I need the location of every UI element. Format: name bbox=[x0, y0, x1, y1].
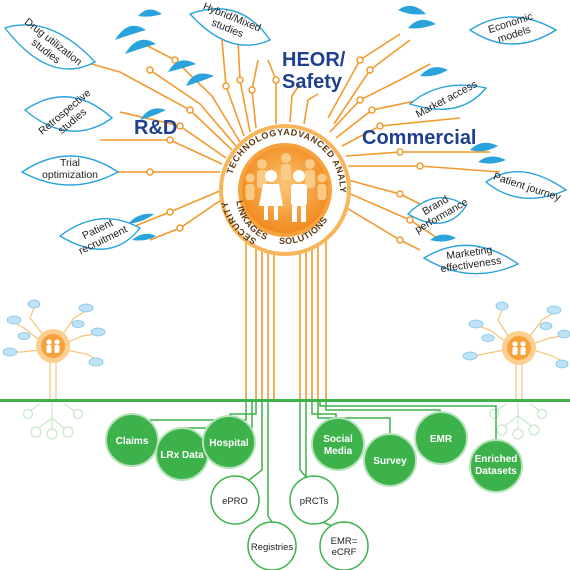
leaf-shape-brand-performance bbox=[406, 197, 467, 224]
leaf-shape-marketing-effectiveness bbox=[422, 244, 520, 275]
root-label-emr: EMR bbox=[430, 434, 453, 445]
root-node-social-media bbox=[311, 417, 365, 471]
leaf-shape-retrospective bbox=[23, 96, 114, 132]
sub-root-node-epro bbox=[210, 475, 260, 525]
group-label-heor-line2: Safety bbox=[282, 71, 343, 93]
ground-line bbox=[0, 399, 570, 402]
root-node-survey bbox=[363, 433, 417, 487]
leaf-bubbles bbox=[3, 8, 568, 275]
sub-root-node-prcts bbox=[289, 475, 339, 525]
group-label-heor-line1: HEOR/ bbox=[282, 49, 346, 71]
sub-root-node-emr-ecrf bbox=[319, 521, 369, 570]
leaf-shape-patient-journey bbox=[484, 171, 568, 200]
root-label-claims: Claims bbox=[116, 436, 149, 447]
sub-root-label-epro: ePRO bbox=[222, 496, 248, 507]
sub-root-node-registries bbox=[247, 521, 297, 570]
sub-root-label-emr-ecrf: EMR=eCRF bbox=[331, 536, 358, 558]
root-label-survey: Survey bbox=[373, 456, 407, 467]
root-node-emr bbox=[414, 411, 468, 465]
root-label-hospital: Hospital bbox=[209, 438, 249, 449]
people-group-icon bbox=[245, 153, 327, 222]
leaf-shape-market-access bbox=[408, 84, 488, 110]
sub-root-label-prcts: pRCTs bbox=[300, 496, 329, 507]
leaf-shape-drug-utilization bbox=[3, 24, 97, 70]
sub-root-label-registries: Registries bbox=[251, 542, 293, 553]
sub-root-nodes: ePRO Registries pRCTs EMR=eCRF bbox=[210, 475, 369, 570]
group-headings: R&D HEOR/ Safety Commercial bbox=[134, 49, 477, 149]
leaf-accents bbox=[115, 5, 506, 242]
side-tree-left bbox=[2, 299, 106, 440]
group-label-rd: R&D bbox=[134, 117, 177, 139]
root-node-enriched-datasets bbox=[469, 439, 523, 493]
leaf-shape-hybrid-mixed bbox=[188, 8, 272, 46]
leaf-shape-trial-optimization bbox=[20, 155, 120, 186]
group-label-commercial: Commercial bbox=[362, 127, 477, 149]
branch-nodes bbox=[146, 56, 424, 244]
root-node-hospital bbox=[202, 415, 256, 469]
root-label-lrx-data: LRx Data bbox=[160, 450, 204, 461]
leaf-shape-patient-recruitment bbox=[58, 218, 142, 250]
root-node-claims bbox=[105, 413, 159, 467]
leaf-shape-economic-models bbox=[468, 16, 558, 45]
side-tree-right bbox=[462, 301, 570, 440]
